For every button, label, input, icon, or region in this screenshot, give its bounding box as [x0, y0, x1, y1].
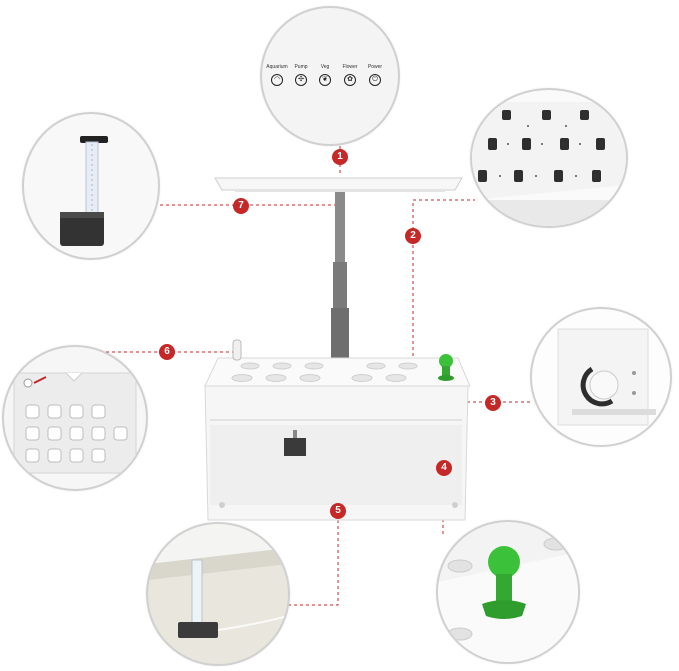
fan-icon[interactable]: ✣	[295, 74, 307, 86]
lamp-pole-lower	[331, 308, 349, 358]
control-label-aquarium: Aquarium	[266, 64, 288, 70]
detail-control-panel: Aquarium Pump Veg Flower Power ◠ ✣ ❦ ✿ ⏻	[260, 6, 400, 146]
callout-2: 2	[405, 228, 421, 244]
leader-line-5	[285, 430, 339, 606]
lamp-head	[214, 177, 463, 191]
fish-icon[interactable]: ◠	[271, 74, 283, 86]
control-label-pump: Pump	[294, 64, 308, 70]
pod-holes	[231, 362, 418, 382]
control-label-power: Power	[367, 64, 383, 70]
detail-plant-cap	[436, 520, 580, 664]
callout-7: 7	[233, 198, 249, 214]
detail-side-vent	[530, 307, 672, 447]
leader-line-2	[412, 199, 475, 368]
pump	[284, 438, 306, 456]
callout-3: 3	[485, 395, 501, 411]
detail-grow-tray	[2, 345, 148, 491]
callout-1: 1	[332, 149, 348, 165]
detail-pump-connector	[22, 112, 160, 260]
lamp-shadow	[235, 189, 445, 192]
callout-6: 6	[159, 344, 175, 360]
detail-pod-holes	[470, 88, 628, 228]
callout-4: 4	[436, 460, 452, 476]
power-icon[interactable]: ⏻	[369, 74, 381, 86]
tank-window	[210, 425, 462, 505]
callout-5: 5	[330, 503, 346, 519]
control-label-veg: Veg	[320, 64, 330, 70]
plant-cap-top	[439, 354, 453, 368]
leaf-icon[interactable]: ❦	[319, 74, 331, 86]
flower-icon[interactable]: ✿	[344, 74, 356, 86]
lamp-pole-middle	[333, 262, 347, 308]
plant-cap-base	[438, 375, 454, 381]
water-level-indicator	[232, 339, 242, 361]
control-label-flower: Flower	[342, 64, 358, 70]
lamp-pole-upper	[335, 192, 345, 262]
detail-submersible-pump	[146, 522, 290, 666]
